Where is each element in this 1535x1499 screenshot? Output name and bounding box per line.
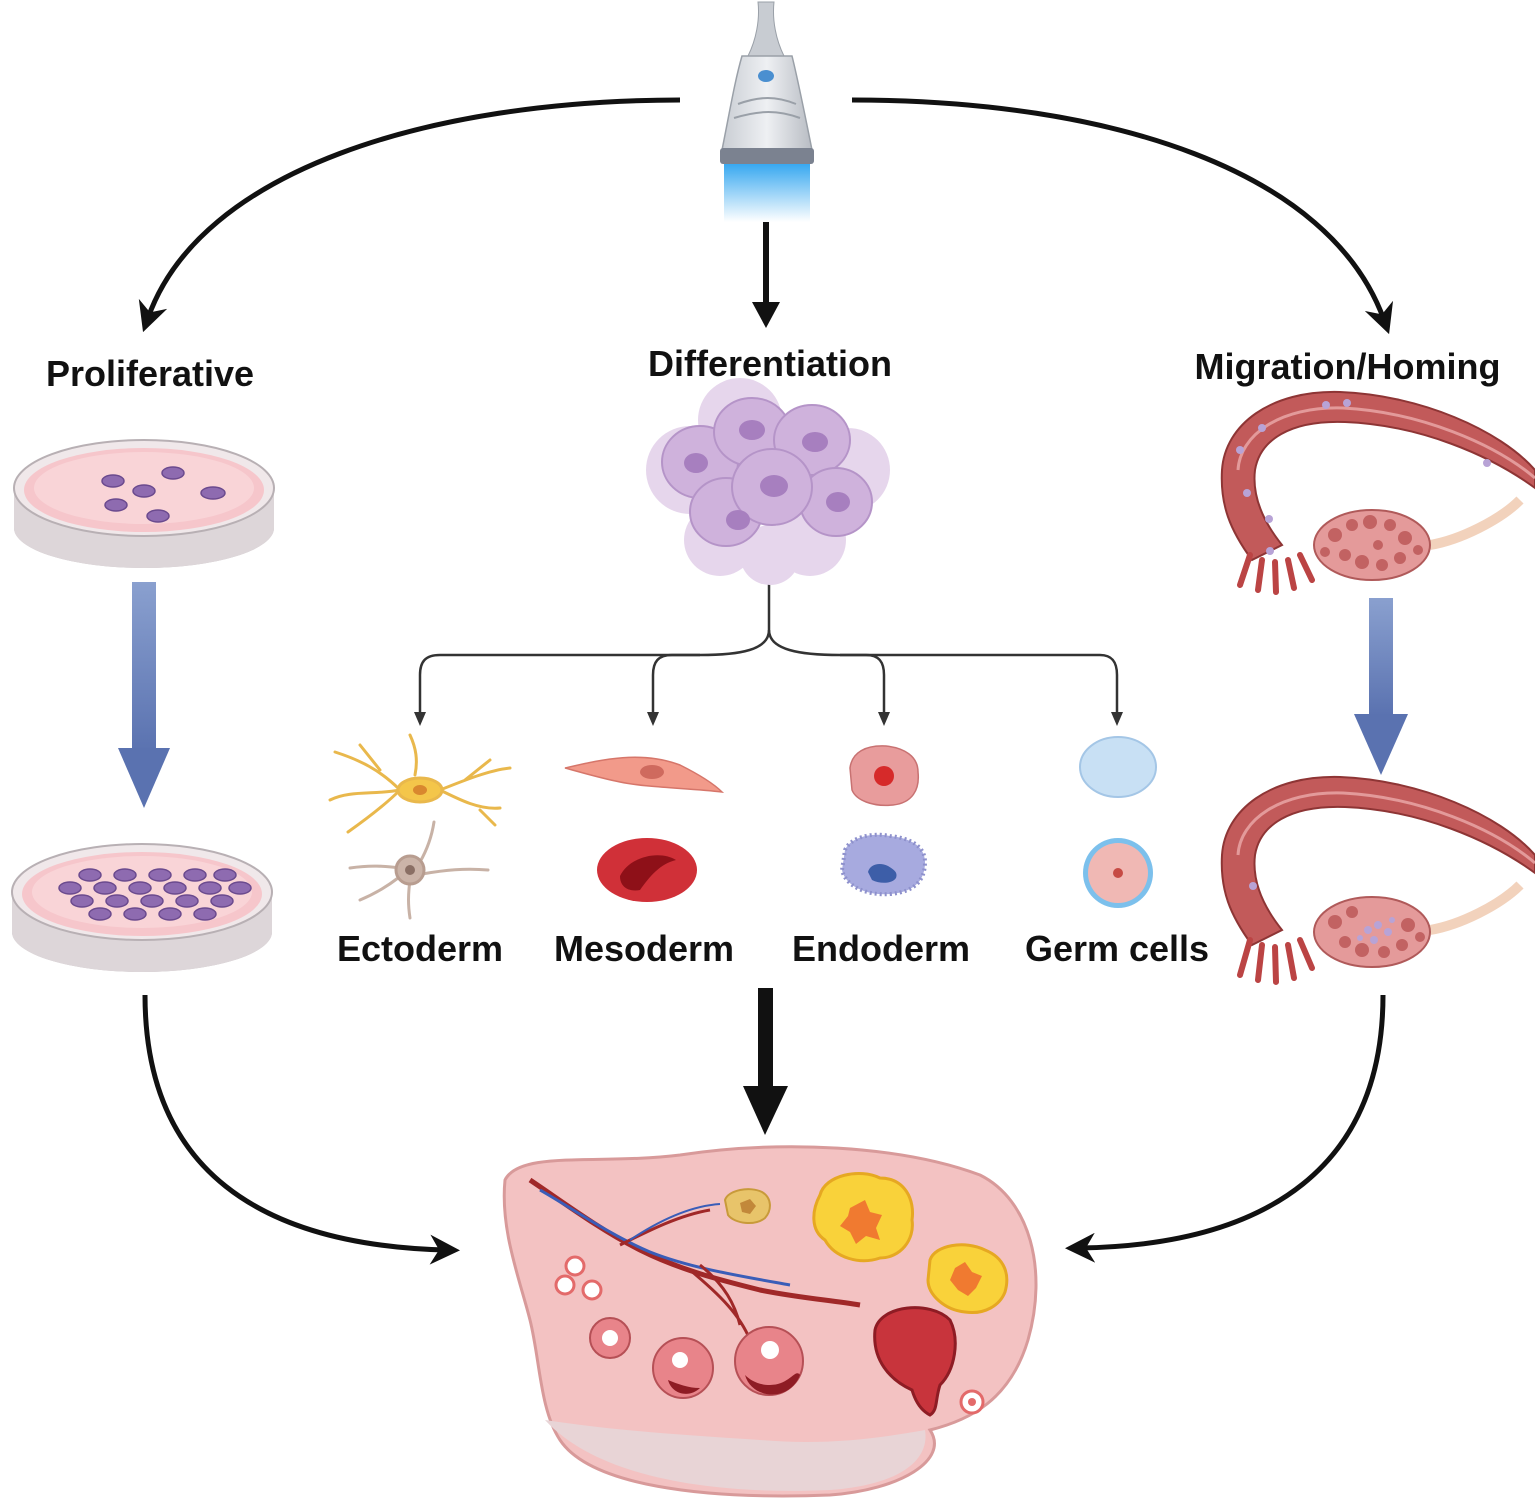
top-left-curved-arrow xyxy=(138,97,681,333)
red-blood-cell-icon xyxy=(597,838,697,902)
ectoderm-label: Ectoderm xyxy=(336,928,504,969)
bottom-right-curved-arrow xyxy=(1065,994,1386,1263)
endoderm-label: Endoderm xyxy=(791,928,970,969)
germ-cell-icon xyxy=(1083,838,1153,908)
hepatocyte-icon xyxy=(849,745,920,807)
cell xyxy=(78,868,102,882)
migration-homing-label: Migration/Homing xyxy=(1194,346,1501,387)
top-right-curved-arrow xyxy=(851,97,1394,335)
cell xyxy=(113,868,137,882)
cell xyxy=(210,894,234,908)
corpus-luteum xyxy=(723,1172,1009,1315)
neuron-icon xyxy=(328,733,512,834)
petri-dish-sparse-icon xyxy=(13,439,275,568)
cell xyxy=(228,881,252,895)
small-follicles xyxy=(554,1255,603,1301)
center-thick-down-arrow xyxy=(743,988,788,1135)
germ-cells-label: Germ cells xyxy=(1024,928,1210,969)
cell xyxy=(93,881,117,895)
cell xyxy=(175,894,199,908)
uterus-ovary-icon-after xyxy=(1220,775,1535,985)
cell xyxy=(148,868,172,882)
cell xyxy=(70,894,94,908)
ultrasound-probe-icon xyxy=(720,1,814,222)
uterus-ovary-icon-before xyxy=(1220,390,1535,595)
cell xyxy=(213,868,237,882)
villous-cell-icon xyxy=(839,832,928,897)
mesoderm-label: Mesoderm xyxy=(553,928,735,969)
branch-tree xyxy=(418,580,1119,715)
cell xyxy=(193,907,217,921)
fibroblast-icon xyxy=(564,756,725,794)
bottom-left-curved-arrow xyxy=(142,994,460,1265)
cell xyxy=(123,907,147,921)
cell xyxy=(128,881,152,895)
growing-follicles xyxy=(589,1317,804,1399)
cell xyxy=(163,881,187,895)
cell xyxy=(158,907,182,921)
cell xyxy=(183,868,207,882)
differentiation-label: Differentiation xyxy=(647,343,892,384)
ovary-follicles-icon xyxy=(502,1145,1038,1498)
cell xyxy=(140,894,164,908)
neuron-icon-2 xyxy=(348,820,490,920)
oocyte-icon xyxy=(1079,736,1157,798)
ovulating-follicle xyxy=(873,1306,985,1417)
cell xyxy=(198,881,222,895)
left-blue-arrow xyxy=(118,582,170,808)
cell xyxy=(88,907,112,921)
branch-arrowheads xyxy=(414,712,1123,726)
proliferative-label: Proliferative xyxy=(45,353,255,394)
probe-down-arrow xyxy=(752,220,780,328)
cell xyxy=(105,894,129,908)
cell xyxy=(58,881,82,895)
right-blue-arrow xyxy=(1354,598,1408,775)
stem-cell-cluster-icon xyxy=(646,378,890,585)
petri-dish-dense-icon xyxy=(11,843,273,972)
